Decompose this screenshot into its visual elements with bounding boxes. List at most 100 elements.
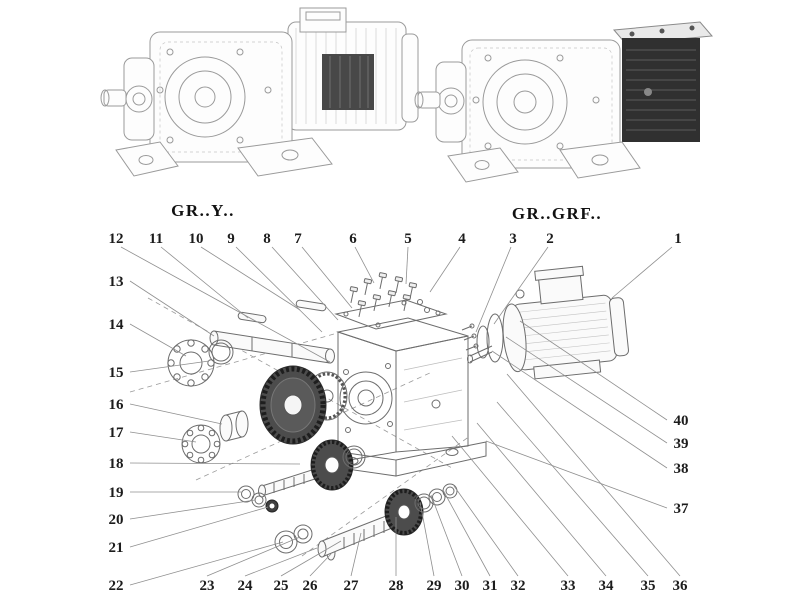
part-number-40: 40 xyxy=(674,413,689,429)
motor-shaft-key xyxy=(469,345,493,363)
leader-line-17 xyxy=(129,431,197,443)
housing-bore-outer xyxy=(482,59,568,145)
leader-line-7 xyxy=(301,246,353,309)
leader-line-38 xyxy=(491,350,668,469)
part-number-7: 7 xyxy=(294,231,302,247)
shaft-end xyxy=(325,348,335,364)
washer-small xyxy=(417,299,423,305)
leader-line-8 xyxy=(271,246,339,321)
fan-cover xyxy=(401,33,419,123)
leader-line-34 xyxy=(476,422,607,577)
part-number-4: 4 xyxy=(458,231,466,247)
leader-line-1 xyxy=(611,246,673,299)
foot-left xyxy=(115,141,179,177)
part-number-29: 29 xyxy=(427,578,442,594)
assembled-gearmotor-right xyxy=(414,21,714,183)
shaft-end xyxy=(209,330,219,346)
leader-line-37 xyxy=(485,440,668,509)
flange-fins xyxy=(626,49,696,131)
housing-hidden-lines xyxy=(469,47,613,161)
part-number-12: 12 xyxy=(109,231,124,247)
inspection-cover xyxy=(334,299,448,330)
leader-line-22 xyxy=(129,541,284,586)
spline-teeth xyxy=(343,521,385,549)
flange-plug xyxy=(644,88,652,96)
motor-shaft-end xyxy=(467,354,473,364)
intermediate-pinion-shaft xyxy=(261,467,319,497)
leader-line-18 xyxy=(129,462,301,465)
part-number-38: 38 xyxy=(674,461,689,477)
part-number-19: 19 xyxy=(109,485,124,501)
part-number-25: 25 xyxy=(274,578,289,594)
leader-line-29 xyxy=(419,501,435,577)
bearing-rollers xyxy=(181,424,221,464)
shaft-steps xyxy=(251,337,293,357)
part-number-24: 24 xyxy=(238,578,254,594)
leader-line-31 xyxy=(442,489,491,577)
spacer-ring xyxy=(342,445,366,469)
mounting-foot-right xyxy=(395,441,487,477)
housing-bore-mid xyxy=(496,73,554,131)
output-bore-inner xyxy=(357,389,375,407)
foot-slot xyxy=(445,448,459,456)
housing-bore-outer xyxy=(164,56,246,138)
part-number-34: 34 xyxy=(599,578,615,594)
stud-end xyxy=(471,333,477,339)
motor-flange-parts xyxy=(461,313,504,364)
part-number-30: 30 xyxy=(455,578,470,594)
leader-line-23 xyxy=(206,536,301,577)
leader-line-24 xyxy=(244,547,318,577)
leader-line-20 xyxy=(129,499,256,520)
leader-line-40 xyxy=(519,320,668,421)
part-number-16: 16 xyxy=(109,397,125,413)
drain-plug xyxy=(431,399,441,409)
large-helical-gear xyxy=(259,365,327,445)
retaining-ring xyxy=(208,339,234,365)
foot-left xyxy=(447,147,519,183)
leader-line-25 xyxy=(280,540,342,577)
part-number-37: 37 xyxy=(674,501,690,517)
leader-line-4 xyxy=(429,246,461,293)
key xyxy=(295,299,327,312)
input-shaft-stub xyxy=(417,91,441,109)
bore-bolt-holes xyxy=(343,363,393,433)
spacer-ring xyxy=(414,493,434,513)
part-number-9: 9 xyxy=(227,231,235,247)
motor-rear-cap xyxy=(608,297,629,357)
housing-bore-inner xyxy=(513,90,537,114)
exploded-view xyxy=(129,265,629,561)
housing-bore-mid xyxy=(178,70,232,124)
part-number-11: 11 xyxy=(149,231,163,247)
housing-hidden-lines xyxy=(159,41,283,153)
leader-line-26 xyxy=(309,553,332,577)
part-number-23: 23 xyxy=(200,578,215,594)
part-number-26: 26 xyxy=(303,578,319,594)
leader-line-36 xyxy=(506,373,681,577)
leader-line-2 xyxy=(493,246,549,325)
motor-fins xyxy=(515,302,611,361)
part-number-20: 20 xyxy=(109,512,124,528)
leader-line-39 xyxy=(505,336,668,444)
figure-label-right: GR..GRF.. xyxy=(512,204,602,223)
terminal-box-lid xyxy=(305,11,341,21)
part-number-5: 5 xyxy=(404,231,412,247)
housing-bore-inner xyxy=(194,86,216,108)
bearing-housing-front xyxy=(123,57,155,141)
part-number-8: 8 xyxy=(263,231,271,247)
shaft-end-face xyxy=(100,89,110,107)
intermediate-shaft-assembly xyxy=(258,439,366,498)
shaft-bore xyxy=(132,92,146,106)
part-number-14: 14 xyxy=(109,317,125,333)
motor-feet xyxy=(533,359,602,380)
washer xyxy=(442,483,458,499)
leader-lines xyxy=(120,246,681,586)
foot-right xyxy=(559,141,641,179)
flange-bolts xyxy=(629,25,695,37)
bearing-rollers xyxy=(167,339,215,387)
housing-bolt-holes xyxy=(156,48,272,144)
motor-body xyxy=(511,294,618,371)
stator-lines xyxy=(329,56,369,108)
leader-line-21 xyxy=(129,506,269,548)
part-number-35: 35 xyxy=(641,578,656,594)
input-shaft-assembly xyxy=(209,299,335,364)
